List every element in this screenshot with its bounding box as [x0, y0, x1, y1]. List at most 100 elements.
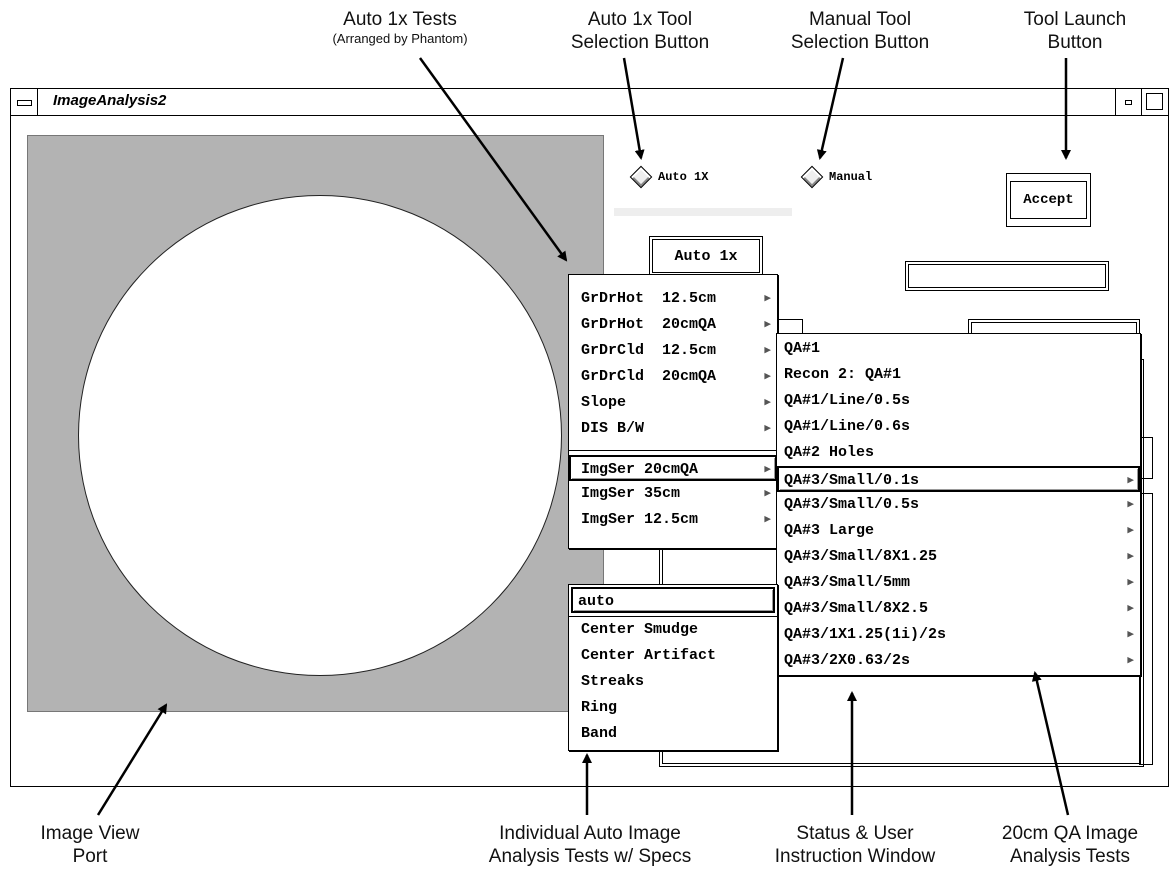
callout-auto-tests-subtitle: (Arranged by Phantom) — [332, 31, 468, 46]
menu-item-label: QA#3 Large — [784, 522, 875, 539]
menu-item[interactable]: GrDrHot 12.5cm▶ — [569, 286, 777, 312]
window-title: ImageAnalysis2 — [53, 92, 167, 109]
arrow-auto-tests — [418, 57, 568, 262]
menu-item[interactable]: GrDrCld 12.5cm ▶ — [569, 338, 777, 364]
accept-button-label: Accept — [1010, 181, 1087, 219]
specs-selected-item[interactable]: auto — [571, 587, 775, 613]
callout-auto-tests: Auto 1x Tests (Arranged by Phantom) — [275, 8, 525, 47]
menu-item-label: QA#1/Line/0.5s — [784, 392, 911, 409]
menu-item-label: Center Artifact — [581, 647, 717, 664]
callout-image-view-line2: Port — [72, 846, 108, 867]
callout-qa-tests: 20cm QA Image Analysis Tests — [970, 822, 1170, 868]
callout-auto-tool: Auto 1x Tool Selection Button — [540, 8, 740, 54]
menu-separator — [569, 616, 777, 617]
menu-item-label: Center Smudge — [581, 621, 699, 638]
menu-item[interactable]: Slope ▶ — [569, 390, 777, 416]
specs-menu: auto Center Smudge Center Artifact Strea… — [568, 584, 778, 751]
callout-status-line2: Instruction Window — [774, 846, 936, 867]
arrow-auto-tool — [622, 57, 645, 160]
submenu-arrow-icon: ▶ — [764, 371, 771, 383]
submenu-arrow-icon: ▶ — [764, 293, 771, 305]
auto-1x-button-label: Auto 1x — [652, 239, 760, 273]
callout-manual-tool-line1: Manual Tool — [808, 9, 912, 30]
menu-item-label: auto — [578, 593, 615, 610]
menu-item[interactable]: QA#3/1X1.25(1i)/2s ▶ — [777, 622, 1140, 648]
menu-item[interactable]: QA#3/2X0.63/2s▶ — [777, 648, 1140, 674]
menu-item[interactable]: QA#3/Small/8X1.25 ▶ — [777, 544, 1140, 570]
callout-auto-tool-line2: Selection Button — [570, 32, 710, 53]
menu-item-label: QA#1/Line/0.6s — [784, 418, 911, 435]
menu-item-label: Slope — [581, 394, 627, 411]
menu-item-label: ImgSer 20cmQA — [581, 461, 699, 478]
phantom-image — [78, 195, 562, 676]
submenu-arrow-icon: ▶ — [1127, 629, 1134, 641]
callout-auto-tool-line1: Auto 1x Tool — [587, 9, 693, 30]
maximize-button[interactable] — [1141, 89, 1168, 115]
menu-item[interactable]: QA#1 — [777, 336, 1140, 362]
menu-item-label: GrDrCld 12.5cm — [581, 342, 717, 359]
submenu-arrow-icon: ▶ — [764, 464, 771, 476]
menu-item[interactable]: Band — [569, 721, 777, 747]
auto-1x-radio[interactable]: Auto 1X — [629, 165, 709, 189]
menu-item[interactable]: QA#1/Line/0.6s — [777, 414, 1140, 440]
minimize-button[interactable] — [1115, 89, 1142, 115]
menu-item[interactable]: QA#3/Small/8X2.5▶ — [777, 596, 1140, 622]
accept-button[interactable]: Accept — [1006, 173, 1091, 227]
menu-item-label: QA#1 — [784, 340, 821, 357]
menu-item[interactable]: GrDrHot 20cmQA ▶ — [569, 312, 777, 338]
callout-status: Status & User Instruction Window — [740, 822, 970, 868]
menu-item[interactable]: ImgSer 35cm▶ — [569, 481, 777, 507]
menu-item[interactable]: ImgSer 12.5cm ▶ — [569, 507, 777, 533]
qa-tests-menu: QA#1 Recon 2: QA#1 QA#1/Line/0.5s QA#1/L… — [776, 333, 1141, 676]
submenu-arrow-icon: ▶ — [764, 514, 771, 526]
menu-item[interactable]: Center Smudge — [569, 617, 777, 643]
menu-item-label: QA#3/1X1.25(1i)/2s — [784, 626, 947, 643]
menu-item[interactable]: DIS B/W▶ — [569, 416, 777, 442]
menu-item-label: GrDrHot 20cmQA — [581, 316, 717, 333]
menu-item[interactable]: QA#1/Line/0.5s — [777, 388, 1140, 414]
menu-item[interactable]: Recon 2: QA#1 — [777, 362, 1140, 388]
callout-individual-tests-line1: Individual Auto Image — [499, 823, 681, 844]
menu-item[interactable]: Ring — [569, 695, 777, 721]
submenu-arrow-icon: ▶ — [764, 345, 771, 357]
arrow-image-view — [96, 703, 168, 816]
menu-item-label: Streaks — [581, 673, 645, 690]
callout-tool-launch-line2: Button — [1047, 32, 1103, 53]
callout-qa-tests-line1: 20cm QA Image — [1001, 823, 1139, 844]
submenu-arrow-icon: ▶ — [1127, 577, 1134, 589]
menu-item-selected[interactable]: QA#3/Small/0.1s▶ — [777, 466, 1140, 492]
menu-item-label: QA#3/Small/0.5s — [784, 496, 920, 513]
callout-status-line1: Status & User — [796, 823, 914, 844]
callout-tool-launch-line1: Tool Launch — [1023, 9, 1127, 30]
divider — [614, 208, 792, 216]
menu-item[interactable]: QA#3/Small/5mm▶ — [777, 570, 1140, 596]
arrow-qa-tests — [1031, 671, 1070, 816]
menu-item-label: QA#2 Holes — [784, 444, 875, 461]
submenu-arrow-icon: ▶ — [1127, 525, 1134, 537]
callout-individual-tests: Individual Auto Image Analysis Tests w/ … — [450, 822, 730, 868]
window-menu-button[interactable] — [11, 89, 38, 115]
submenu-arrow-icon: ▶ — [1127, 655, 1134, 667]
auto-1x-radio-label: Auto 1X — [658, 170, 709, 184]
menu-item-label: QA#3/Small/8X1.25 — [784, 548, 938, 565]
image-view-port[interactable] — [27, 135, 604, 712]
submenu-arrow-icon: ▶ — [1127, 551, 1134, 563]
menu-item[interactable]: Streaks — [569, 669, 777, 695]
callout-manual-tool-line2: Selection Button — [790, 32, 930, 53]
manual-radio[interactable]: Manual — [800, 165, 872, 189]
menu-item[interactable]: QA#3 Large ▶ — [777, 518, 1140, 544]
menu-item[interactable]: QA#2 Holes — [777, 440, 1140, 466]
menu-item-label: GrDrCld 20cmQA — [581, 368, 717, 385]
status-field — [905, 261, 1109, 291]
submenu-arrow-icon: ▶ — [764, 397, 771, 409]
menu-item-selected[interactable]: ImgSer 20cmQA ▶ — [569, 455, 777, 481]
submenu-arrow-icon: ▶ — [764, 319, 771, 331]
auto-tests-menu: GrDrHot 12.5cm▶ GrDrHot 20cmQA ▶ GrDrCld … — [568, 274, 778, 549]
menu-item[interactable]: GrDrCld 20cmQA ▶ — [569, 364, 777, 390]
callout-image-view: Image View Port — [0, 822, 180, 868]
callout-tool-launch: Tool Launch Button — [990, 8, 1160, 54]
menu-item[interactable]: Center Artifact — [569, 643, 777, 669]
menu-item[interactable]: QA#3/Small/0.5s▶ — [777, 492, 1140, 518]
menu-item-label: ImgSer 12.5cm — [581, 511, 699, 528]
image-analysis-window: ImageAnalysis2 Auto 1X Manual Accept Aut… — [10, 88, 1169, 787]
